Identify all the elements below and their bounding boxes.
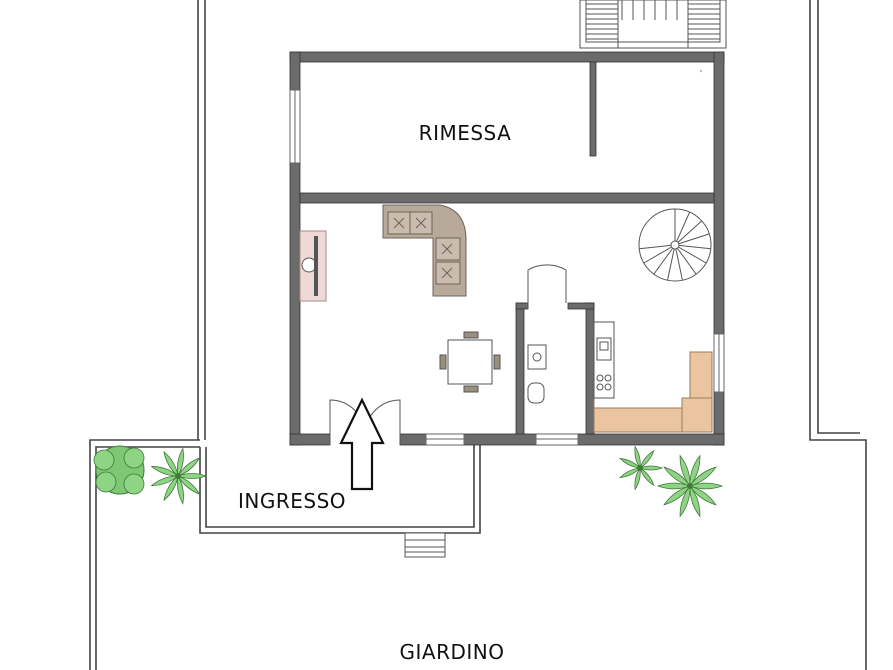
bidet-icon [527, 382, 545, 404]
sink-icon [527, 344, 547, 370]
entrance-arrow-icon [339, 397, 385, 491]
house-walls [289, 51, 725, 446]
spiral-stair-icon [638, 208, 712, 282]
plant-icon [619, 445, 664, 491]
room-label-rimessa: RIMESSA [419, 121, 512, 145]
fireplace-icon [299, 230, 327, 302]
bathroom-fixtures [527, 344, 547, 404]
openings [289, 69, 725, 446]
sofa-icon [382, 204, 467, 297]
external-stairs [579, 0, 727, 49]
room-label-giardino: GIARDINO [400, 640, 505, 664]
kitchen-counter-icon [593, 321, 713, 433]
plant-icon [93, 445, 145, 495]
step-icon [404, 532, 446, 558]
plant-icon [656, 454, 724, 518]
stove-icon [596, 374, 612, 391]
dining-table-icon [439, 331, 501, 393]
room-label-ingresso: INGRESSO [238, 489, 346, 513]
plant-icon [150, 447, 208, 505]
site-outline [89, 0, 867, 670]
sink-icon [596, 337, 612, 361]
